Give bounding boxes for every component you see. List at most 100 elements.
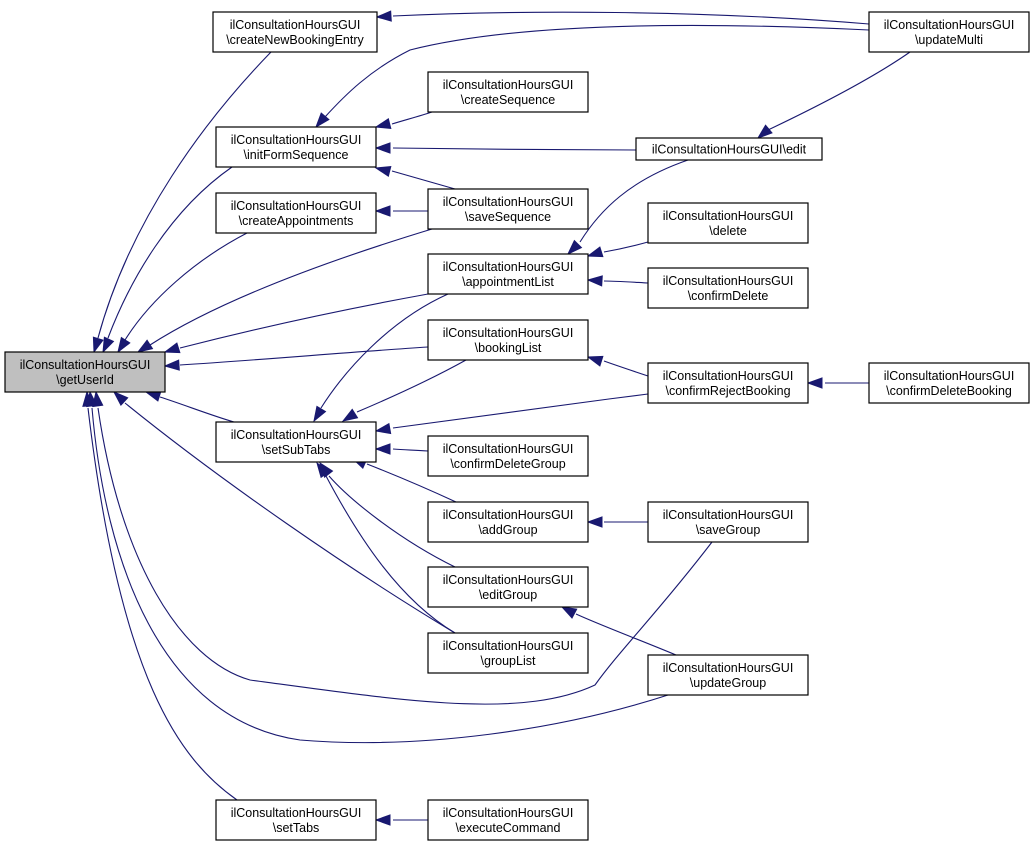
edge-confirmDeleteBooking-to-confirmRejectBooking [806, 377, 869, 389]
node-method-label: \delete [709, 224, 747, 238]
node-executeCommand[interactable]: ilConsultationHoursGUI\executeCommand [427, 799, 589, 841]
node-method-label: \createNewBookingEntry [226, 33, 364, 47]
node-box[interactable] [427, 501, 589, 543]
edge-line [603, 360, 649, 377]
arrowhead-icon [92, 336, 104, 354]
node-method-label: \setSubTabs [262, 443, 331, 457]
arrowhead-icon [586, 246, 604, 258]
node-box[interactable] [427, 566, 589, 608]
edge-line [575, 613, 677, 656]
node-box[interactable] [427, 71, 589, 113]
node-class-label: ilConsultationHoursGUI [663, 661, 794, 675]
node-box[interactable] [427, 435, 589, 477]
node-edit[interactable]: ilConsultationHoursGUI\edit [635, 137, 823, 161]
edge-bookingList-to-getUserId [163, 346, 429, 371]
node-confirmDeleteGroup[interactable]: ilConsultationHoursGUI\confirmDeleteGrou… [427, 435, 589, 477]
node-box[interactable] [647, 202, 809, 244]
edge-line [124, 402, 456, 634]
node-createSequence[interactable]: ilConsultationHoursGUI\createSequence [427, 71, 589, 113]
node-box[interactable] [212, 11, 378, 53]
edge-initFormSequence-to-getUserId [102, 166, 233, 354]
node-saveGroup[interactable]: ilConsultationHoursGUI\saveGroup [647, 501, 809, 543]
node-setTabs[interactable]: ilConsultationHoursGUI\setTabs [215, 799, 377, 841]
node-editGroup[interactable]: ilConsultationHoursGUI\editGroup [427, 566, 589, 608]
node-box[interactable] [215, 126, 377, 168]
node-appointmentList[interactable]: ilConsultationHoursGUI\appointmentList [427, 253, 589, 295]
node-box[interactable] [427, 253, 589, 295]
node-box[interactable] [647, 362, 809, 404]
edge-line [107, 166, 233, 339]
edge-confirmDelete-to-appointmentList [586, 275, 649, 287]
node-box[interactable] [427, 319, 589, 361]
node-box[interactable] [427, 799, 589, 841]
node-addGroup[interactable]: ilConsultationHoursGUI\addGroup [427, 501, 589, 543]
node-initFormSequence[interactable]: ilConsultationHoursGUI\initFormSequence [215, 126, 377, 168]
edge-line [124, 232, 248, 341]
node-class-label: ilConsultationHoursGUI [231, 133, 362, 147]
node-saveSequence[interactable]: ilConsultationHoursGUI\saveSequence [427, 188, 589, 230]
node-class-label: ilConsultationHoursGUI [231, 199, 362, 213]
arrowhead-icon [313, 405, 327, 423]
edge-line [91, 407, 669, 744]
edge-line [87, 407, 238, 801]
edge-setTabs-to-getUserId [82, 390, 238, 801]
node-box[interactable] [868, 11, 1030, 53]
node-method-label: \bookingList [475, 341, 542, 355]
node-confirmRejectBooking[interactable]: ilConsultationHoursGUI\confirmRejectBook… [647, 362, 809, 404]
node-groupList[interactable]: ilConsultationHoursGUI\groupList [427, 632, 589, 674]
edge-line [392, 11, 870, 25]
node-getUserId[interactable]: ilConsultationHoursGUI\getUserId [4, 351, 166, 393]
node-box[interactable] [868, 362, 1030, 404]
node-updateGroup[interactable]: ilConsultationHoursGUI\updateGroup [647, 654, 809, 696]
node-bookingList[interactable]: ilConsultationHoursGUI\bookingList [427, 319, 589, 361]
node-box[interactable] [427, 632, 589, 674]
node-box[interactable] [427, 188, 589, 230]
edge-updateGroup-to-editGroup [560, 606, 677, 656]
node-setSubTabs[interactable]: ilConsultationHoursGUI\setSubTabs [215, 421, 377, 463]
node-class-label: ilConsultationHoursGUI [663, 369, 794, 383]
node-confirmDelete[interactable]: ilConsultationHoursGUI\confirmDelete [647, 267, 809, 309]
node-box[interactable] [4, 351, 166, 393]
edge-appointmentList-to-setSubTabs [313, 293, 449, 423]
edge-line [324, 24, 870, 118]
arrowhead-icon [102, 336, 115, 354]
node-class-label: ilConsultationHoursGUI [231, 428, 362, 442]
node-method-label: \confirmDelete [688, 289, 769, 303]
node-method-label: \groupList [481, 654, 536, 668]
edge-line [392, 147, 637, 151]
node-method-label: \initFormSequence [244, 148, 349, 162]
edge-line [603, 241, 649, 253]
edge-executeCommand-to-setTabs [374, 814, 428, 826]
node-createNewBookingEntry[interactable]: ilConsultationHoursGUI\createNewBookingE… [212, 11, 378, 53]
node-class-label: ilConsultationHoursGUI [443, 326, 574, 340]
arrowhead-icon [756, 124, 773, 139]
edge-line [356, 359, 467, 413]
arrowhead-icon [374, 422, 392, 435]
edge-line [179, 346, 429, 366]
node-box[interactable] [647, 267, 809, 309]
edge-line [366, 463, 457, 503]
node-box[interactable] [647, 501, 809, 543]
node-delete[interactable]: ilConsultationHoursGUI\delete [647, 202, 809, 244]
node-class-label: ilConsultationHoursGUI [231, 806, 362, 820]
node-box[interactable] [647, 654, 809, 696]
node-updateMulti[interactable]: ilConsultationHoursGUI\updateMulti [868, 11, 1030, 53]
node-box[interactable] [635, 137, 823, 161]
nodes-layer: ilConsultationHoursGUI\getUserId ilConsul… [4, 11, 1030, 841]
edge-confirmRejectBooking-to-setSubTabs [374, 393, 649, 435]
arrowhead-icon [136, 339, 154, 353]
node-box[interactable] [215, 421, 377, 463]
node-box[interactable] [215, 799, 377, 841]
node-confirmDeleteBooking[interactable]: ilConsultationHoursGUI\confirmDeleteBook… [868, 362, 1030, 404]
arrowhead-icon [374, 205, 391, 217]
arrowhead-icon [586, 516, 603, 528]
edge-createAppointments-to-getUserId [117, 232, 248, 354]
node-box[interactable] [215, 192, 377, 234]
edge-updateMulti-to-initFormSequence [315, 24, 870, 129]
node-createAppointments[interactable]: ilConsultationHoursGUI\createAppointment… [215, 192, 377, 234]
edge-edit-to-appointmentList [566, 159, 689, 256]
node-class-label: ilConsultationHoursGUI [443, 573, 574, 587]
node-class-label: ilConsultationHoursGUI [884, 369, 1015, 383]
arrowhead-icon [117, 336, 131, 354]
node-method-label: \appointmentList [462, 275, 554, 289]
